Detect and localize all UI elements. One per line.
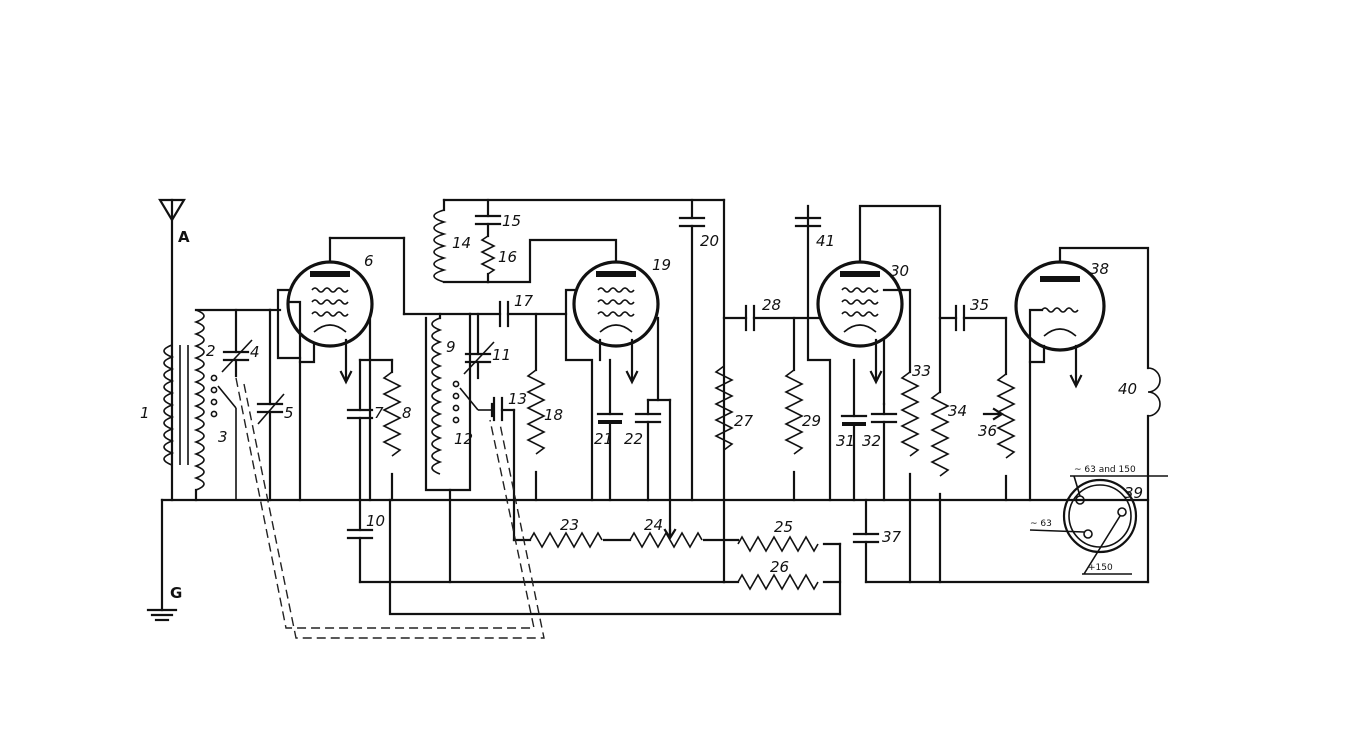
label-4: 4 — [250, 343, 260, 361]
resistor-33 — [900, 371, 920, 584]
resistor-23 — [512, 531, 632, 549]
label-9: 9 — [446, 338, 456, 356]
potentiometer-36 — [982, 316, 1016, 502]
label-37: 37 — [882, 528, 902, 546]
capacitor-32 — [870, 402, 898, 502]
return-wire — [388, 498, 842, 616]
label-38: 38 — [1090, 260, 1109, 278]
label-1: 1 — [140, 404, 150, 422]
label-3: 3 — [218, 428, 228, 446]
label-17: 17 — [514, 292, 534, 310]
band-switch-12 — [452, 380, 492, 424]
input-coil-secondary — [187, 308, 272, 502]
label-34: 34 — [948, 402, 967, 420]
label-40: 40 — [1118, 380, 1137, 398]
label-35: 35 — [970, 296, 989, 314]
capacitor-37 — [852, 498, 880, 584]
label-6: 6 — [364, 252, 374, 270]
trimmer-capacitor-5 — [256, 308, 285, 502]
label-27: 27 — [734, 412, 754, 430]
label-19: 19 — [652, 256, 671, 274]
label-20: 20 — [700, 232, 719, 250]
label-5: 5 — [284, 404, 294, 422]
label-10: 10 — [366, 512, 385, 530]
capacitor-20 — [678, 198, 706, 502]
capacitor-15 — [474, 198, 502, 238]
resistor-16 — [480, 235, 496, 284]
antenna-symbol — [158, 198, 186, 502]
tube-38 — [1014, 246, 1150, 502]
label-7: 7 — [374, 404, 384, 422]
label-39: 39 — [1124, 484, 1143, 502]
input-coil-primary — [163, 344, 181, 466]
capacitor-10 — [346, 498, 726, 584]
socket-label-bottom: +150 — [1088, 563, 1113, 573]
capacitor-41 — [794, 216, 822, 228]
capacitor-13 — [490, 396, 516, 542]
band-switch-3 — [210, 374, 237, 500]
resistor-27 — [714, 365, 734, 451]
capacitor-35 — [938, 304, 1008, 332]
resistor-26 — [722, 573, 842, 591]
tube-30 — [806, 204, 942, 502]
label-2: 2 — [206, 342, 216, 360]
gang-linkage-dashed — [235, 377, 545, 639]
label-26: 26 — [770, 558, 789, 576]
capacitor-21 — [596, 358, 624, 502]
tube-19 — [486, 238, 660, 502]
label-31: 31 — [836, 432, 855, 450]
resistor-25 — [722, 498, 842, 616]
label-24: 24 — [644, 516, 663, 534]
resistor-18 — [526, 312, 546, 502]
label-18: 18 — [544, 406, 563, 424]
socket-label-top: ~ 63 and 150 — [1074, 465, 1136, 475]
reaction-coil-14 — [433, 198, 490, 284]
label-28: 28 — [762, 296, 781, 314]
label-25: 25 — [774, 518, 793, 536]
label-16: 16 — [498, 248, 517, 266]
potentiometer-24 — [629, 528, 740, 549]
label-8: 8 — [402, 404, 412, 422]
headphones-40 — [1146, 367, 1161, 584]
label-23: 23 — [560, 516, 579, 534]
label-14: 14 — [452, 234, 471, 252]
label-15: 15 — [502, 212, 521, 230]
capacitor-22 — [634, 398, 672, 538]
label-21: 21 — [594, 430, 613, 448]
label-13: 13 — [508, 390, 527, 408]
socket-label-left: ~ 63 — [1030, 519, 1052, 529]
coil-9 — [424, 312, 472, 584]
tube-6 — [268, 236, 472, 502]
label-12: 12 — [454, 430, 473, 448]
supply-socket-39 — [1029, 475, 1168, 575]
label-33: 33 — [912, 362, 931, 380]
resistor-8 — [382, 358, 402, 502]
capacitor-7 — [346, 358, 394, 502]
label-22: 22 — [624, 430, 643, 448]
label-32: 32 — [862, 432, 881, 450]
resistor-29 — [784, 316, 804, 502]
capacitor-31 — [840, 358, 868, 502]
ground-label: G — [170, 584, 182, 602]
label-11: 11 — [492, 346, 511, 364]
resistor-34 — [930, 391, 950, 584]
label-36: 36 — [978, 422, 997, 440]
tuning-capacitor-4 — [221, 308, 253, 378]
label-30: 30 — [890, 262, 909, 280]
capacitor-28 — [722, 304, 832, 332]
label-29: 29 — [802, 412, 821, 430]
label-41: 41 — [816, 232, 835, 250]
tuning-capacitor-11 — [463, 312, 495, 380]
ground-symbol — [146, 498, 178, 622]
antenna-label: A — [178, 228, 190, 246]
